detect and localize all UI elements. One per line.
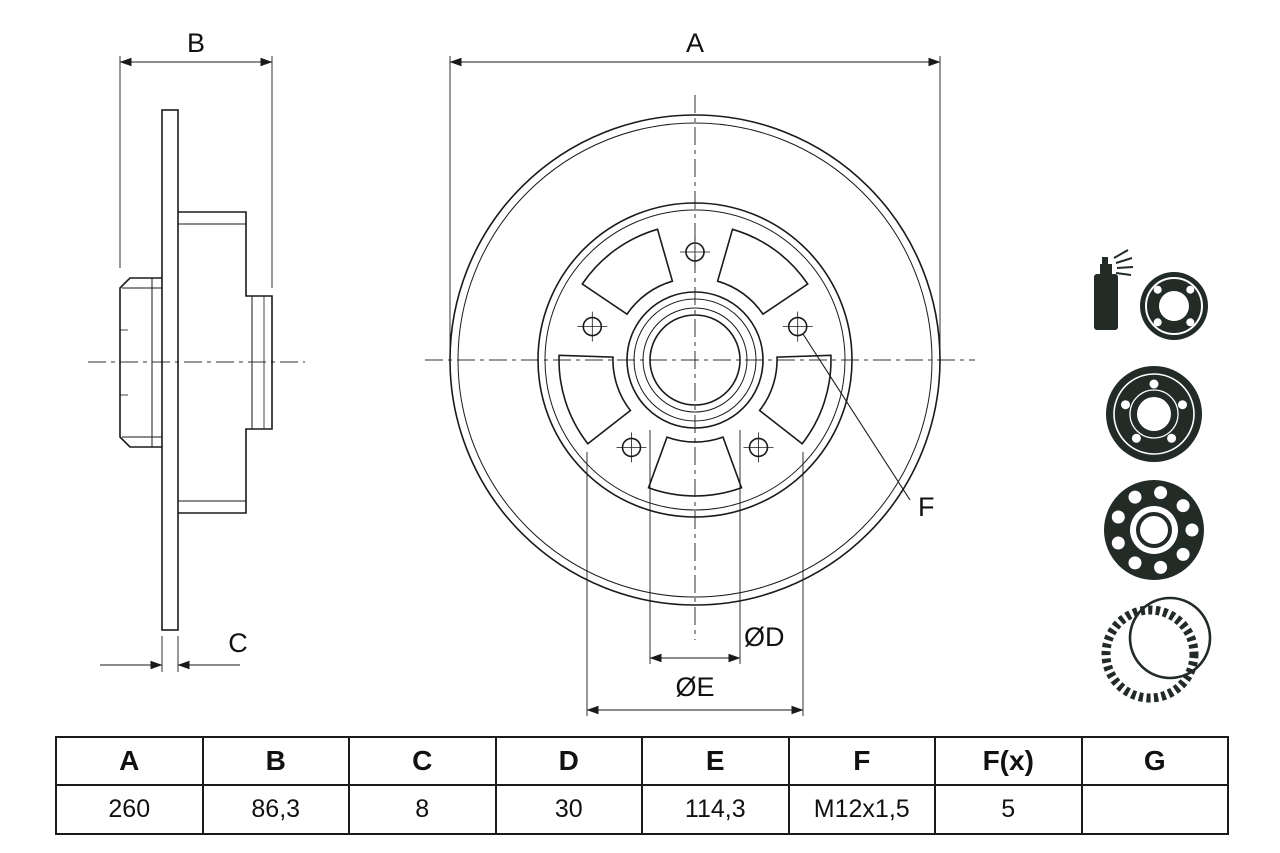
dim-b-label: B <box>187 28 205 58</box>
spec-header-b: B <box>201 736 350 786</box>
spec-value-d: 30 <box>494 784 643 835</box>
spec-value-g <box>1080 784 1229 835</box>
spec-value-a: 260 <box>55 784 204 835</box>
spec-value-e: 114,3 <box>641 784 790 835</box>
spec-value-fx: 5 <box>934 784 1083 835</box>
dim-f-label: F <box>918 492 935 522</box>
spec-value-f: M12x1,5 <box>787 784 936 835</box>
dim-a-label: A <box>686 28 704 58</box>
dim-d-label: ØD <box>744 622 785 652</box>
dimension-b: B <box>119 28 273 288</box>
brake-disc-icon <box>1106 366 1202 462</box>
spec-header-e: E <box>641 736 790 786</box>
cleaner-spray-and-drum-icon <box>1094 249 1208 340</box>
front-view <box>425 95 975 640</box>
dimension-e: ØE <box>586 452 804 716</box>
spec-header-d: D <box>494 736 643 786</box>
spec-table-value-row: 260 86,3 8 30 114,3 M12x1,5 5 <box>55 784 1229 835</box>
technical-drawing: A B C ØD ØE F <box>88 28 1212 716</box>
spec-value-b: 86,3 <box>201 784 350 835</box>
spec-table: A B C D E F F(x) G 260 86,3 8 30 114,3 M… <box>55 736 1229 835</box>
spec-header-f: F <box>787 736 936 786</box>
spec-table-header-row: A B C D E F F(x) G <box>55 736 1229 786</box>
hub-slots <box>558 228 832 497</box>
icon-column <box>1094 249 1212 703</box>
spec-header-fx: F(x) <box>934 736 1083 786</box>
ball-bearing-icon <box>1104 480 1204 580</box>
dim-e-label: ØE <box>675 672 714 702</box>
dimension-c: C <box>100 628 248 672</box>
dim-c-label: C <box>228 628 248 658</box>
spec-header-a: A <box>55 736 204 786</box>
spec-header-c: C <box>348 736 497 786</box>
spec-value-c: 8 <box>348 784 497 835</box>
side-view <box>88 109 305 631</box>
leader-f: F <box>802 333 935 522</box>
spec-header-g: G <box>1080 736 1229 786</box>
dimension-a: A <box>449 28 941 350</box>
bolt-holes <box>577 237 813 463</box>
dimension-d: ØD <box>649 430 785 664</box>
abs-sensor-ring-icon <box>1101 596 1212 703</box>
